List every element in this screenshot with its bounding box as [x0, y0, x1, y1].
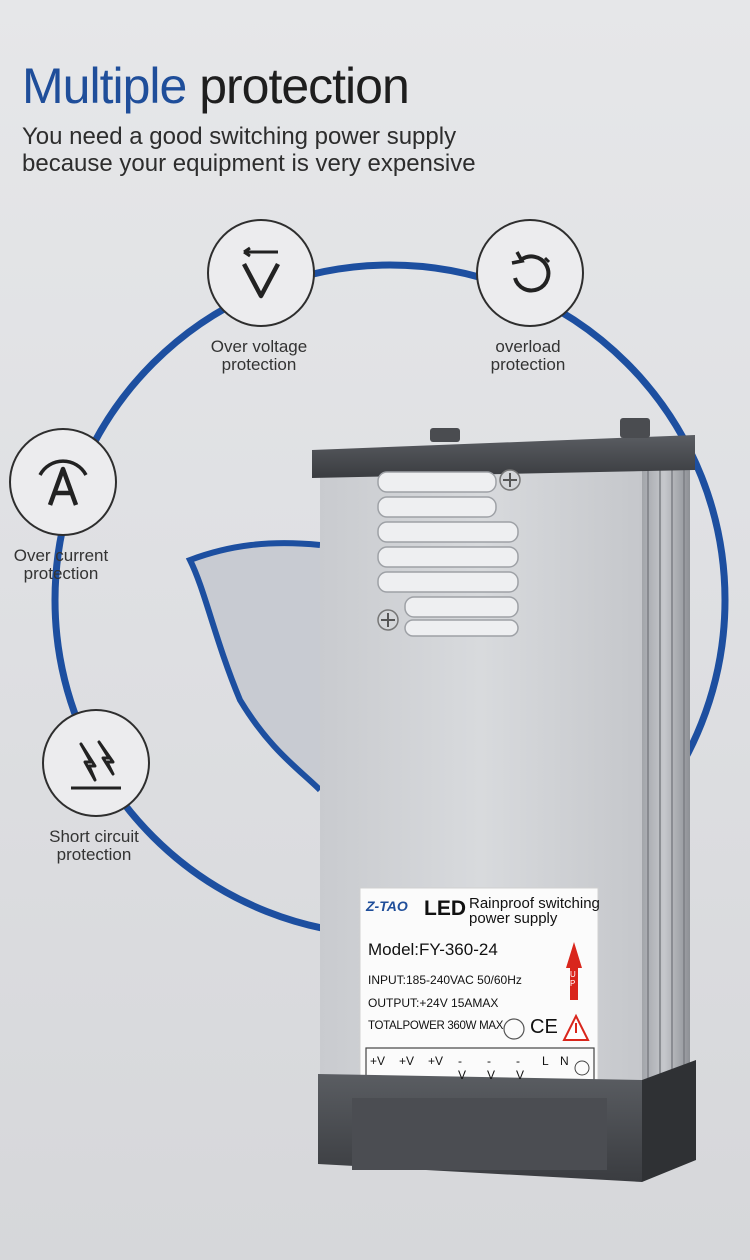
short-circuit-icon: [42, 709, 150, 817]
vent-slots: [377, 471, 519, 637]
terminal-label: -V: [487, 1054, 496, 1082]
headline-dark: protection: [199, 58, 410, 114]
brand-logo: Z-TAO: [366, 898, 408, 914]
spec-label: [359, 887, 599, 1086]
overload-icon: [476, 219, 584, 327]
short-circuit-label: Short circuit protection: [49, 827, 139, 864]
label-title: Rainproof switching power supply: [469, 895, 600, 927]
subtitle-line-1: You need a good switching power supply: [22, 123, 457, 150]
total-power-spec: TOTALPOWER 360W MAX: [368, 1020, 504, 1032]
led-text: LED: [424, 897, 466, 920]
terminal-label: -V: [458, 1054, 467, 1082]
subtitle-line-2: because your equipment is very expensive: [22, 150, 476, 177]
over-voltage-icon: [207, 219, 315, 327]
terminal-label: +V: [399, 1054, 415, 1068]
input-spec: INPUT:185-240VAC 50/60Hz: [368, 973, 522, 987]
ce-mark: CE: [530, 1016, 558, 1038]
terminal-label: -V: [516, 1054, 525, 1082]
terminal-label: N: [560, 1054, 569, 1068]
headline-blue: Multiple: [22, 58, 187, 114]
up-text: UP: [570, 970, 576, 988]
terminal-label: +V: [370, 1054, 386, 1068]
headline: Multiple protection: [22, 56, 410, 116]
shield-outline: [185, 540, 323, 793]
model-text: Model:FY-360-24: [368, 940, 498, 959]
overload-label: overload protection: [490, 337, 566, 374]
over-voltage-label: Over voltage protection: [210, 337, 308, 374]
screw-bottom: [377, 609, 399, 631]
terminal-label: +V: [428, 1054, 444, 1068]
over-current-label: Over current protection: [13, 546, 109, 583]
over-current-icon: [9, 428, 117, 536]
screw-top: [499, 469, 521, 491]
output-spec: OUTPUT:+24V 15AMAX: [368, 996, 499, 1010]
terminal-label: L: [542, 1054, 549, 1068]
